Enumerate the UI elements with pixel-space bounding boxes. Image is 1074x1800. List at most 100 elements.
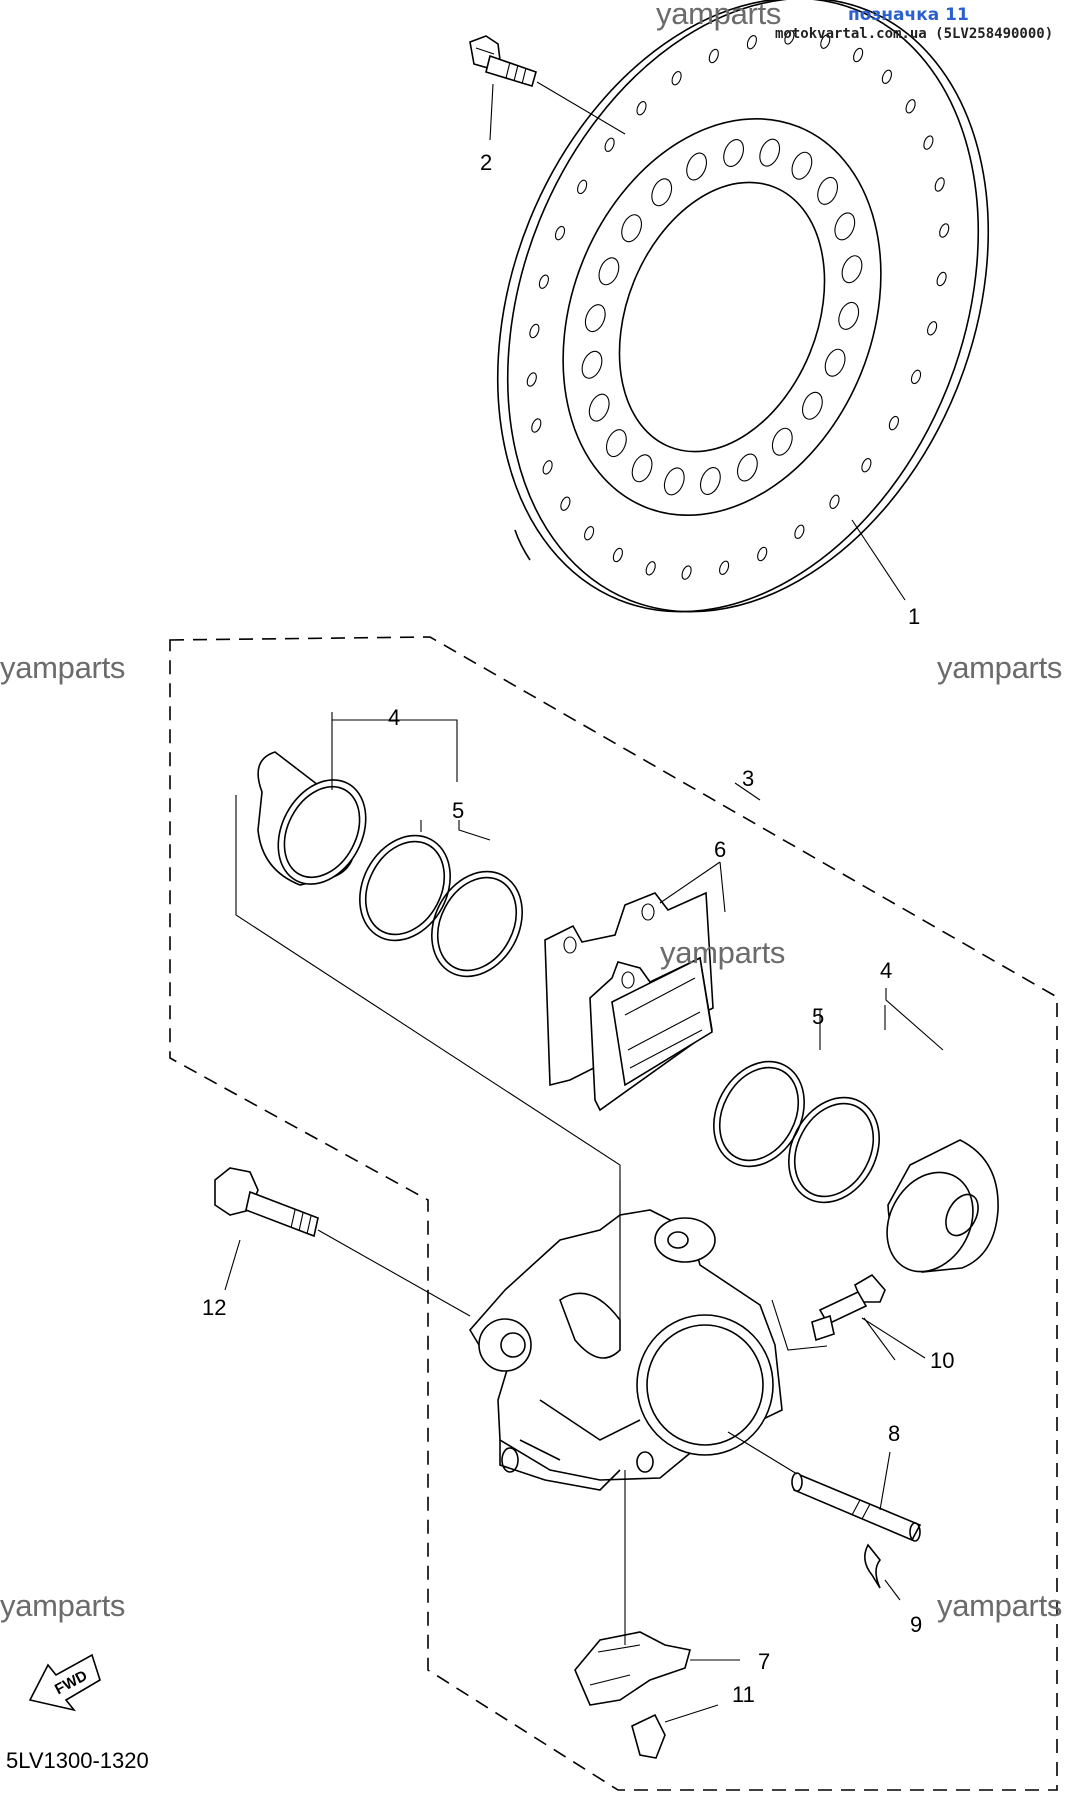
pad-spring[interactable] [574,1631,692,1706]
disc-inner-hole [834,212,856,241]
leader-lines [224,81,944,1723]
callout-2: 2 [480,150,492,175]
disc-outer-hole [784,30,795,45]
callout-4-left: 4 [388,705,400,730]
caliper-mounting-bolt[interactable] [214,1167,319,1238]
disc-outer-hole [794,524,805,540]
disc-outer-hole [936,271,947,287]
bleed-screw[interactable] [811,1273,886,1342]
caliper-assembly-boundary [169,636,1058,1791]
disc-inner-hole [723,139,745,167]
callout-1: 1 [908,604,920,629]
disc-inner-hole [791,151,813,180]
disc-inner-hole [584,304,606,333]
watermark-top: yamparts [656,0,782,31]
disc-inner-hole [838,301,860,330]
disc-inner-hole [581,350,603,379]
callout-9: 9 [910,1612,922,1637]
piston-left[interactable] [257,751,383,899]
disc-outer-hole [757,546,768,562]
pad-support[interactable] [631,1713,666,1759]
callout-10: 10 [930,1348,954,1373]
disc-outer-hole [554,225,566,241]
disc-outer-hole [542,460,553,475]
callout-5-left: 5 [452,798,464,823]
disc-inner-hole [588,393,610,422]
callout-3: 3 [742,766,754,791]
callout-7: 7 [758,1649,770,1674]
disc-inner-hole [817,176,839,205]
dust-seal-left[interactable] [414,856,540,993]
watermark-right-lower: yamparts [937,1588,1063,1623]
disc-inner-hole [663,467,685,496]
disc-outer-hole [939,223,950,238]
brake-disc[interactable] [410,0,1074,684]
brake-caliper-body[interactable] [469,1209,783,1491]
callout-4-right: 4 [880,958,892,983]
disc-outer-hole [881,69,892,85]
disc-outer-hole [888,415,899,431]
disc-outer-hole [529,323,540,339]
disc-inner-hole [686,152,708,181]
disc-outer-hole [577,179,588,195]
brake-pad-front[interactable] [589,956,713,1112]
disc-outer-hole [531,418,542,433]
disc-inner-hole [824,348,846,377]
disc-outer-hole [861,457,872,473]
disc-inner-hole [699,467,721,495]
disc-inner-hole [651,178,673,207]
disc-inner-hole [771,427,793,456]
disc-inner-hole [736,453,758,482]
watermark-left-upper: yamparts [0,650,126,685]
designation-link[interactable]: позначка 11 [848,5,969,25]
diagram-code: 5LV1300-1320 [6,1748,149,1773]
watermark-left-lower: yamparts [0,1588,126,1623]
disc-inner-hole [759,138,781,167]
disc-outer-hole [820,34,831,49]
disc-outer-hole [612,547,623,563]
piston-seal-left[interactable] [342,820,468,957]
disc-outer-hole [905,99,916,114]
dust-seal-right[interactable] [771,1082,897,1219]
disc-inner-hole [631,454,653,483]
disc-outer-hole [604,137,615,153]
disc-outer-hole [671,70,682,86]
disc-outer-hole [927,321,938,336]
piston-right[interactable] [870,1139,999,1287]
site-part-code: motokvartal.com.ua (5LV258490000) [775,26,1054,42]
disc-inner-hole [621,214,643,243]
disc-inner-holes [581,138,863,496]
callout-8: 8 [888,1421,900,1446]
disc-outer-hole [560,496,571,511]
watermark-right-upper: yamparts [937,650,1063,685]
callout-6: 6 [714,837,726,862]
callout-11: 11 [732,1682,755,1707]
disc-inner-hole [801,391,823,420]
disc-outer-hole [934,177,945,192]
watermark-center: yamparts [660,935,786,970]
pad-pin[interactable] [791,1472,922,1542]
disc-outer-hole [708,48,719,64]
disc-inner-hole [841,255,863,284]
callout-numbers: 1 2 3 4 4 5 5 6 7 8 9 10 11 12 [202,150,954,1707]
disc-outer-hole [538,274,549,289]
disc-inner-hole [598,257,620,286]
disc-outer-hole [681,565,692,580]
disc-outer-hole [719,560,730,576]
disc-bolt[interactable] [469,35,537,88]
disc-outer-holes [526,30,950,580]
callout-12: 12 [202,1295,226,1320]
disc-outer-hole [526,372,537,387]
forward-direction-arrow: FWD [28,1653,101,1712]
callout-5-right: 5 [812,1004,824,1029]
pad-pin-clip[interactable] [864,1543,882,1589]
disc-outer-hole [645,561,656,576]
disc-outer-hole [923,135,934,150]
disc-inner-hole [605,429,627,458]
disc-outer-hole [636,100,647,116]
disc-outer-hole [853,47,864,63]
piston-seal-right[interactable] [696,1046,822,1183]
disc-outer-hole [829,494,840,510]
disc-outer-hole [584,525,595,541]
